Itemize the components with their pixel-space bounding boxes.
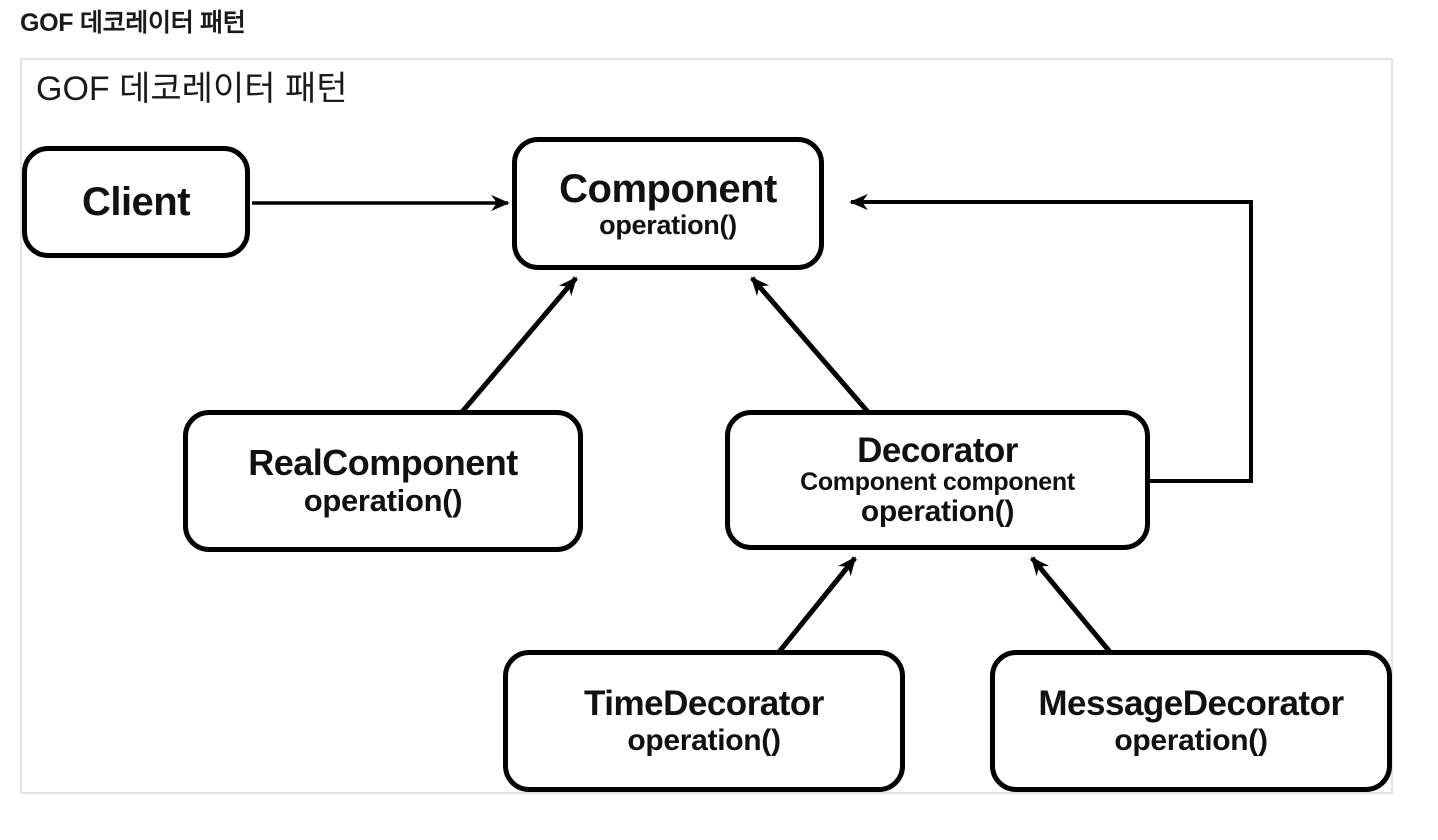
class-name-messagedecorator: MessageDecorator xyxy=(1038,684,1344,724)
page-title: GOF 데코레이터 패턴 xyxy=(20,9,246,37)
class-operation-timedecorator: operation() xyxy=(627,724,781,758)
class-operation-messagedecorator: operation() xyxy=(1114,724,1268,758)
class-name-client: Client xyxy=(81,179,191,224)
class-name-timedecorator: TimeDecorator xyxy=(584,684,824,724)
class-box-client[interactable]: Client xyxy=(22,146,250,258)
class-operation-realcomponent: operation() xyxy=(303,483,463,519)
class-name-component: Component xyxy=(559,166,777,211)
class-name-decorator: Decorator xyxy=(857,431,1018,471)
class-box-component[interactable]: Component operation() xyxy=(512,137,824,270)
class-operation-component: operation() xyxy=(599,209,737,240)
diagram-title: GOF 데코레이터 패턴 xyxy=(36,70,348,108)
class-name-realcomponent: RealComponent xyxy=(248,441,518,483)
class-box-realcomponent[interactable]: RealComponent operation() xyxy=(183,410,583,552)
class-box-decorator[interactable]: Decorator Component component operation(… xyxy=(725,410,1150,550)
class-box-timedecorator[interactable]: TimeDecorator operation() xyxy=(503,650,905,792)
class-operation-decorator: operation() xyxy=(860,494,1015,528)
class-box-messagedecorator[interactable]: MessageDecorator operation() xyxy=(990,650,1392,792)
class-attribute-decorator: Component component xyxy=(800,468,1075,497)
